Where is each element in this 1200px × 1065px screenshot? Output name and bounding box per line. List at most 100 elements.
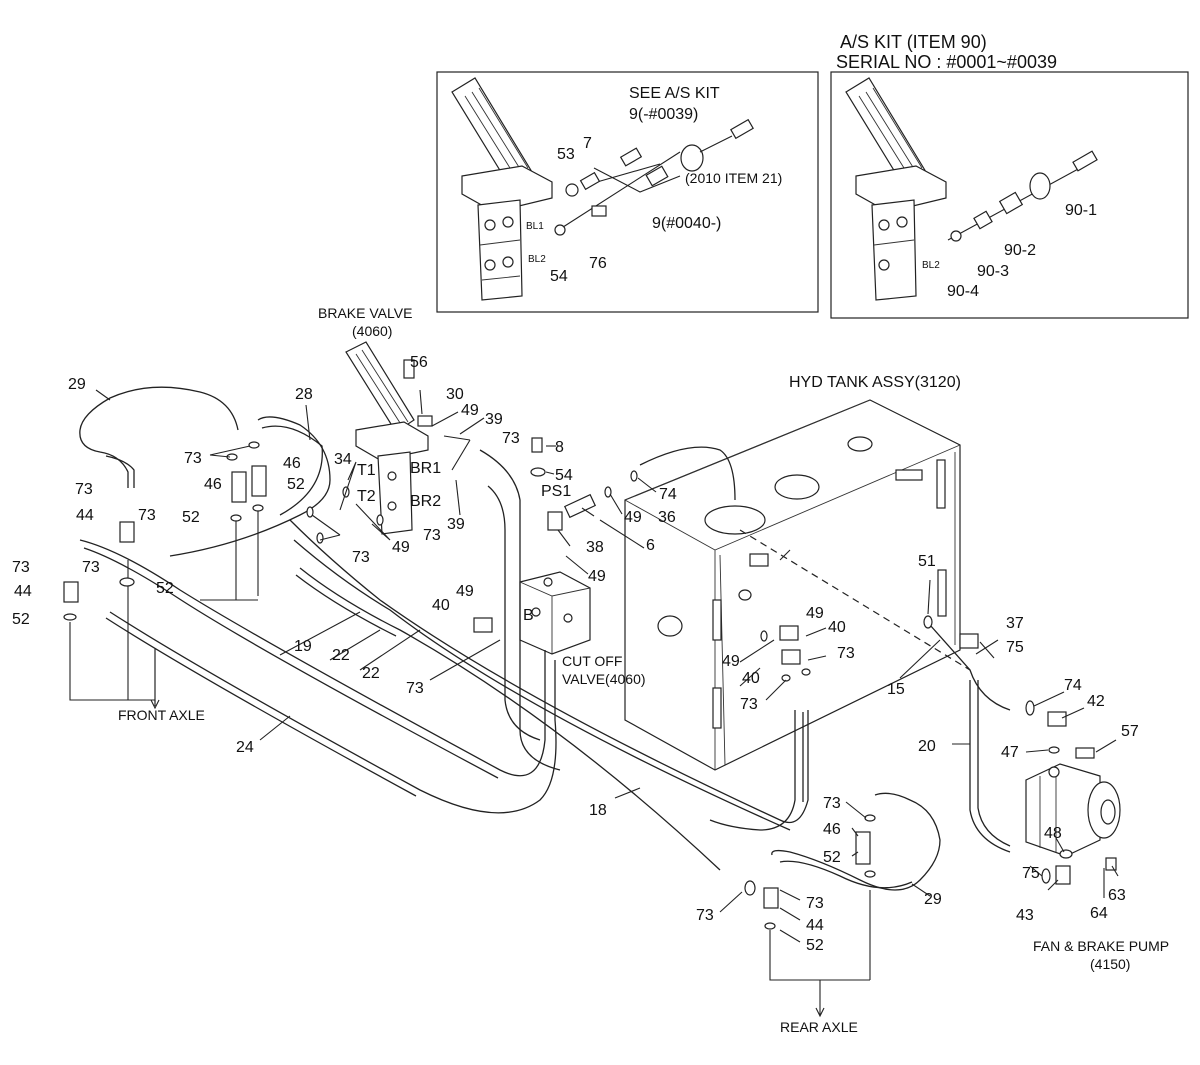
switch-90-2 (998, 191, 1024, 215)
label-46-b: 46 (204, 476, 222, 493)
label-37: 37 (1006, 615, 1024, 632)
label-73-g: 73 (423, 527, 441, 544)
port-br2: BR2 (410, 493, 441, 510)
port-t1: T1 (357, 462, 376, 479)
bolt-56 (403, 359, 415, 379)
label-73-j: 73 (837, 645, 855, 662)
port-t2: T2 (357, 488, 376, 505)
washer-53 (565, 183, 579, 197)
rear-axle-label: REAR AXLE (780, 1019, 858, 1035)
kit-header: A/S KIT (ITEM 90) SERIAL NO : #0001~#003… (836, 32, 1057, 72)
item-9-new-label: 9(#0040-) (652, 215, 721, 232)
washer-90-4 (950, 230, 962, 242)
fittings (63, 359, 1117, 930)
label-57: 57 (1121, 723, 1139, 740)
label-38: 38 (586, 539, 604, 556)
washer-54 (554, 224, 566, 236)
label-6: 6 (646, 537, 655, 554)
cut-off-label: CUT OFF (562, 653, 622, 669)
plug-63 (1105, 857, 1117, 871)
label-73-k: 73 (740, 696, 758, 713)
cut-off-code: VALVE(4060) (562, 671, 646, 687)
label-74-b: 74 (1064, 677, 1082, 694)
label-22-b: 22 (362, 665, 380, 682)
label-52-a: 52 (287, 476, 305, 493)
label-63: 63 (1108, 887, 1126, 904)
brake-valve-drawing (345, 341, 429, 535)
fitting-30 (417, 415, 433, 427)
label-90-2: 90-2 (1004, 242, 1036, 259)
label-42: 42 (1087, 693, 1105, 710)
tee-44-rear (763, 887, 779, 909)
label-73-c: 73 (138, 507, 156, 524)
label-73-i: 73 (406, 680, 424, 697)
label-46-a: 46 (283, 455, 301, 472)
elbow-40-lower (781, 649, 801, 665)
fitting-7 (579, 171, 601, 191)
pump-code: (4150) (1090, 956, 1130, 972)
switch-9-new (645, 165, 669, 187)
axle-leaders (69, 510, 871, 1018)
elbow-37 (959, 633, 979, 649)
label-43: 43 (1016, 907, 1034, 924)
label-73-h: 73 (352, 549, 370, 566)
check-valve-46-rear (855, 831, 871, 865)
label-29-rear: 29 (924, 891, 942, 908)
label-49-a: 49 (461, 402, 479, 419)
label-90-3: 90-3 (977, 263, 1009, 280)
hyd-tank-label: HYD TANK ASSY(3120) (789, 374, 961, 391)
label-49-f: 49 (806, 605, 824, 622)
connector-2010 (680, 144, 704, 172)
label-54: 54 (555, 467, 573, 484)
inset-left-port-bl2: BL2 (528, 254, 546, 265)
inset-right-box: BL2 90-1 90-2 90-3 90-4 (830, 71, 1189, 319)
label-52-b: 52 (182, 509, 200, 526)
fan-brake-pump-drawing (1025, 763, 1121, 857)
switch-9-old (619, 147, 643, 167)
leader-lines (95, 389, 1119, 943)
label-73-e: 73 (82, 559, 100, 576)
label-75-a: 75 (1006, 639, 1024, 656)
label-56: 56 (410, 354, 428, 371)
label-29-front: 29 (68, 376, 86, 393)
label-52-f: 52 (806, 937, 824, 954)
as-kit-pedal-drawing (845, 77, 947, 301)
label-73-a: 73 (184, 450, 202, 467)
label-73-n: 73 (696, 907, 714, 924)
inset-right-port-bl2: BL2 (922, 260, 940, 271)
label-73-b: 73 (75, 481, 93, 498)
fitting-57 (1075, 747, 1095, 759)
label-52-d: 52 (12, 611, 30, 628)
tee-44-front-lower (63, 581, 79, 603)
label-40-c: 40 (742, 670, 760, 687)
switch-8 (531, 437, 543, 453)
label-8: 8 (555, 439, 564, 456)
elbow-40-upper (779, 625, 799, 641)
brake-valve-label: BRAKE VALVE (318, 305, 412, 321)
label-52-c: 52 (156, 580, 174, 597)
label-75-b: 75 (1022, 865, 1040, 882)
label-28: 28 (295, 386, 313, 403)
label-7: 7 (583, 135, 592, 152)
cut-off-valve-drawing (519, 571, 591, 655)
label-51: 51 (918, 553, 936, 570)
label-74-a: 74 (659, 486, 677, 503)
kit-header-title: A/S KIT (ITEM 90) (840, 32, 987, 52)
inset-left-port-bl1: BL1 (526, 221, 544, 232)
label-15: 15 (887, 681, 905, 698)
label-20: 20 (918, 738, 936, 755)
kit-header-serial: SERIAL NO : #0001~#0039 (836, 52, 1057, 72)
label-19: 19 (294, 638, 312, 655)
label-49-b: 49 (624, 509, 642, 526)
label-34: 34 (334, 451, 352, 468)
brake-valve-code: (4060) (352, 323, 392, 339)
restrictor-6 (563, 493, 597, 519)
label-49-d: 49 (392, 539, 410, 556)
label-48: 48 (1044, 825, 1062, 842)
label-49-g: 49 (722, 653, 740, 670)
label-49-e: 49 (456, 583, 474, 600)
elbow-42 (1047, 711, 1067, 727)
label-22-a: 22 (332, 647, 350, 664)
item-2010-label: (2010 ITEM 21) (685, 170, 782, 186)
